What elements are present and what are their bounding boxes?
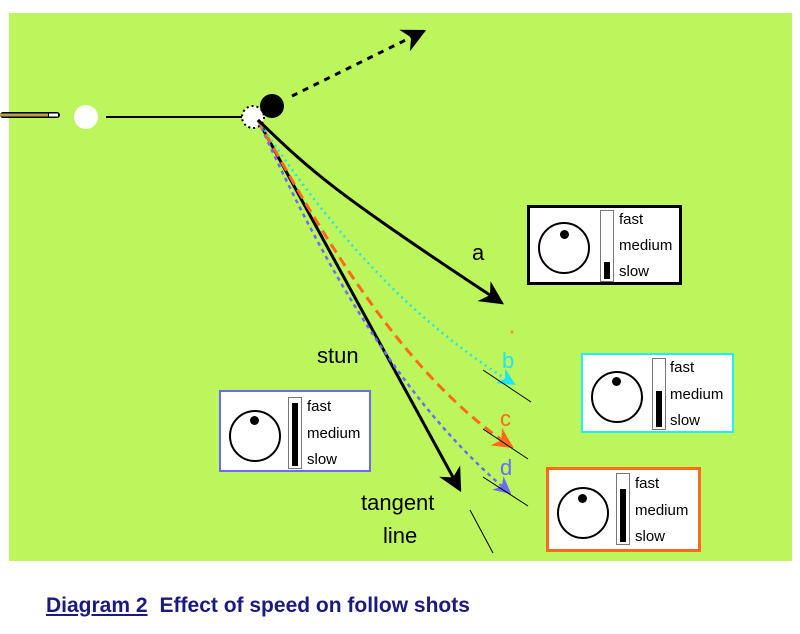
diagram-number-link[interactable]: Diagram 2 xyxy=(46,594,148,617)
speed-label-fast: fast xyxy=(307,398,332,415)
tangent-line xyxy=(469,509,494,554)
diagram-caption: Diagram 2 Effect of speed on follow shots xyxy=(46,594,470,618)
cue-ball xyxy=(74,105,98,129)
label-d: d xyxy=(500,455,513,480)
label-stun: stun xyxy=(317,343,359,368)
speed-gauge-fill xyxy=(292,403,298,466)
stray-dot xyxy=(510,330,514,334)
label-tangent: tangent xyxy=(361,490,435,515)
tip-contact-dot xyxy=(612,377,621,386)
speed-label-slow: slow xyxy=(307,451,338,468)
label-a: a xyxy=(472,240,485,265)
speed-label-fast: fast xyxy=(670,359,695,376)
speed-gauge-fill xyxy=(620,489,626,542)
follow-path-d-tangent xyxy=(482,476,529,507)
speed-label-slow: slow xyxy=(635,528,666,545)
tip-contact-dot xyxy=(578,494,587,503)
speed-legend-c: fast medium slow xyxy=(546,467,701,552)
speed-gauge xyxy=(652,358,666,430)
label-line: line xyxy=(383,523,418,548)
cue-stick xyxy=(0,112,60,118)
speed-label-fast: fast xyxy=(635,475,660,492)
speed-label-medium: medium xyxy=(670,386,724,403)
speed-legend-b: fast medium slow xyxy=(581,353,734,433)
follow-path-c-tangent xyxy=(482,428,529,460)
speed-legend-d: fast medium slow xyxy=(219,390,371,472)
tip-contact-dot xyxy=(250,416,259,425)
speed-gauge-fill xyxy=(604,262,610,279)
speed-gauge xyxy=(288,397,302,469)
speed-label-medium: medium xyxy=(619,237,673,254)
speed-label-medium: medium xyxy=(635,502,689,519)
object-ball xyxy=(260,94,284,118)
speed-legend-a: fast medium slow xyxy=(527,205,682,285)
speed-label-slow: slow xyxy=(619,263,650,280)
label-b: b xyxy=(502,348,515,373)
speed-gauge xyxy=(616,473,630,545)
speed-gauge-fill xyxy=(656,391,662,427)
tip-contact-dot xyxy=(560,230,569,239)
diagram-title: Effect of speed on follow shots xyxy=(159,594,470,617)
speed-label-fast: fast xyxy=(619,211,644,228)
speed-gauge xyxy=(600,210,614,282)
follow-path-b-tangent xyxy=(482,369,532,403)
speed-label-medium: medium xyxy=(307,425,361,442)
label-c: c xyxy=(500,406,511,431)
object-ball-path xyxy=(291,29,427,98)
follow-path-a xyxy=(256,118,505,305)
speed-label-slow: slow xyxy=(670,412,701,429)
